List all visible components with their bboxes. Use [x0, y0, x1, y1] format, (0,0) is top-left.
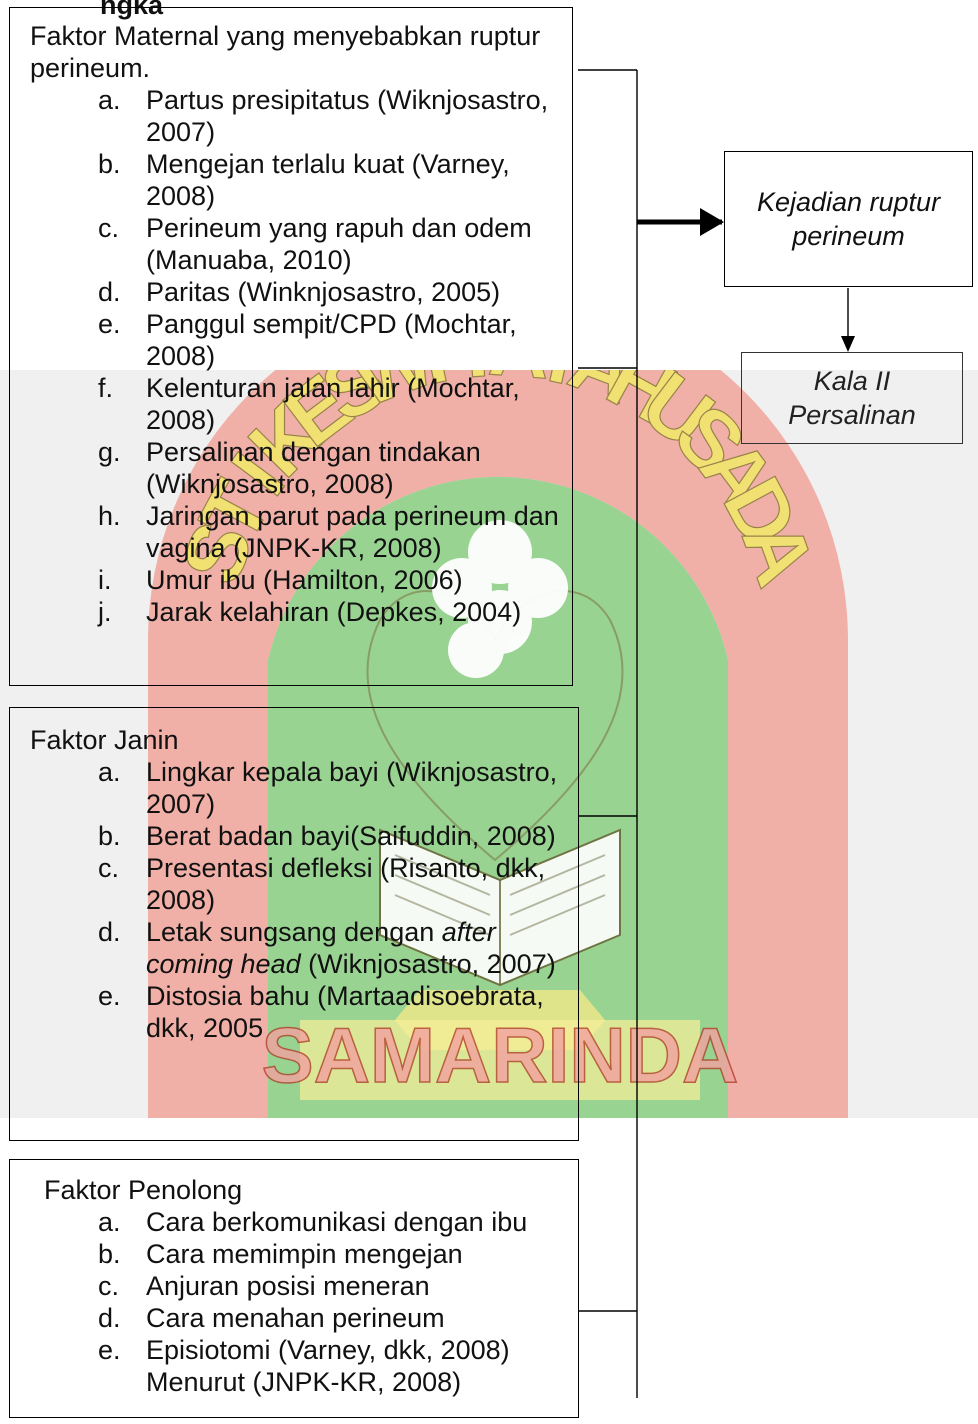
maternal-factor-item: h.Jaringan parut pada perineum dan vagin…: [98, 501, 559, 563]
maternal-factors-box: Faktor Maternal yang menyebabkan ruptur …: [9, 7, 573, 686]
penolong-factor-item: b.Cara memimpin mengejan: [98, 1239, 463, 1269]
janin-factors-title: Faktor Janin: [30, 725, 179, 755]
janin-factor-item: c.Presentasi defleksi (Risanto, dkk, 200…: [98, 853, 546, 915]
maternal-factors-title: Faktor Maternal yang menyebabkan ruptur …: [30, 21, 541, 83]
watermark-arc-letter: A: [486, 298, 553, 396]
penolong-factor-item: d.Cara menahan perineum: [98, 1303, 445, 1333]
maternal-factor-item: j.Jarak kelahiran (Depkes, 2004): [98, 597, 522, 627]
maternal-factor-item: e.Panggul sempit/CPD (Mochtar, 2008): [98, 309, 517, 371]
janin-factors-list: a.Lingkar kepala bayi (Wiknjosastro, 200…: [30, 756, 578, 1044]
maternal-factor-item: c.Perineum yang rapuh dan odem (Manuaba,…: [98, 213, 532, 275]
penolong-source-note: Menurut (JNPK-KR, 2008): [146, 1367, 462, 1397]
maternal-factor-item: b.Mengejan terlalu kuat (Varney, 2008): [98, 149, 510, 211]
watermark-red-arch: [148, 370, 848, 1118]
section-heading-fragment: ngka: [100, 0, 164, 20]
penolong-factors-list: a.Cara berkomunikasi dengan ibu b.Cara m…: [30, 1206, 578, 1398]
maternal-factor-item: i.Umur ibu (Hamilton, 2006): [98, 565, 463, 595]
janin-factors-box: Faktor Janin a.Lingkar kepala bayi (Wikn…: [9, 707, 579, 1141]
janin-factor-item: e.Distosia bahu (Martaadisoebrata, dkk, …: [98, 981, 544, 1043]
maternal-factor-item: a.Partus presipitatus (Wiknjosastro, 200…: [98, 85, 549, 147]
penolong-factor-item: c.Anjuran posisi meneran: [98, 1271, 430, 1301]
janin-factor-item: d.Letak sungsang dengan after coming hea…: [98, 917, 556, 979]
watermark-cloud-icon: [432, 520, 568, 678]
watermark-arc-letter: Y: [445, 299, 508, 397]
watermark-city-plate: [300, 1020, 700, 1100]
penolong-factors-box: Faktor Penolong a.Cara berkomunikasi den…: [9, 1159, 579, 1418]
stage-label: Kala II Persalinan: [788, 366, 916, 430]
watermark-green-shield: [268, 476, 728, 1118]
watermark-book-icon: [379, 828, 621, 987]
watermark-city-text: SAMARINDA: [262, 1011, 739, 1099]
maternal-factor-item: d.Paritas (Winknjosastro, 2005): [98, 277, 501, 307]
maternal-factors-list: a.Partus presipitatus (Wiknjosastro, 200…: [30, 84, 572, 628]
outcome-label: Kejadian ruptur perineum: [756, 187, 941, 251]
penolong-factor-item: a.Cara berkomunikasi dengan ibu: [98, 1207, 528, 1237]
outcome-box: Kejadian ruptur perineum: [724, 151, 973, 287]
maternal-factor-item: g.Persalinan dengan tindakan (Wiknjosast…: [98, 437, 481, 499]
penolong-factors-title: Faktor Penolong: [44, 1175, 243, 1205]
penolong-factor-item: e.Episiotomi (Varney, dkk, 2008): [98, 1335, 510, 1365]
maternal-factor-item: f.Kelenturan jalan lahir (Mochtar, 2008): [98, 373, 520, 435]
stage-box: Kala II Persalinan: [741, 352, 963, 444]
janin-factor-item: a.Lingkar kepala bayi (Wiknjosastro, 200…: [98, 757, 558, 819]
janin-factor-item: b.Berat badan bayi(Saifuddin, 2008): [98, 821, 556, 851]
